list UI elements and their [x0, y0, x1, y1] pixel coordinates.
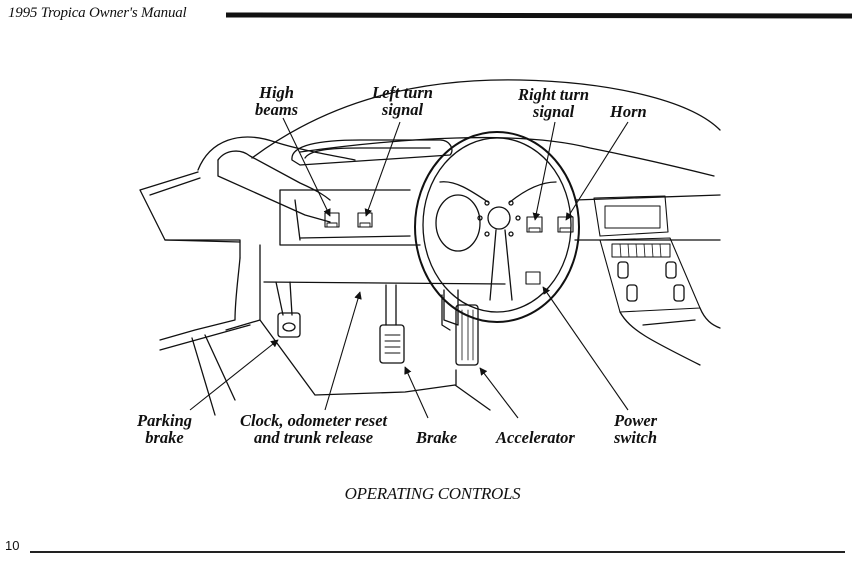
- label-horn: Horn: [610, 102, 647, 121]
- label-parking-brake: Parking brake: [137, 411, 193, 447]
- label-clock-odometer-trunk: Clock, odometer reset and trunk release: [240, 411, 388, 447]
- left-turn-leader: [364, 121, 401, 217]
- parking-brake-leader: [189, 339, 279, 411]
- instrument-hood: [291, 139, 453, 166]
- high-beams-leader: [282, 117, 331, 217]
- running-header-title: 1995 Tropica Owner's Manual: [8, 5, 187, 21]
- power-switch-leader: [542, 286, 629, 411]
- center-console: [593, 195, 669, 237]
- label-high-beams: High beams: [255, 83, 299, 119]
- accelerator-pedal: [455, 304, 479, 366]
- label-brake: Brake: [416, 428, 458, 447]
- accelerator-leader: [479, 367, 519, 419]
- brake-leader: [404, 366, 429, 419]
- left-cowl: [197, 136, 356, 171]
- page-number: 10: [5, 538, 20, 553]
- parking-brake-pedal: [277, 312, 301, 338]
- label-right-turn-signal: Right turn signal: [518, 85, 590, 121]
- power-switch: [525, 271, 541, 285]
- steering-wheel-rim: [414, 131, 580, 323]
- clock-leader: [324, 291, 362, 411]
- figure-caption: OPERATING CONTROLS: [344, 484, 521, 503]
- label-power-switch: Power switch: [614, 411, 658, 447]
- dash-face: [279, 189, 421, 246]
- door-panel: [139, 171, 241, 259]
- horn-leader: [565, 121, 629, 221]
- dashboard-illustration: [139, 79, 721, 419]
- footer-rule: [30, 551, 845, 553]
- label-left-turn-signal: Left turn signal: [372, 83, 433, 119]
- windshield-line: [251, 79, 721, 159]
- dash-top-edge: [299, 136, 715, 177]
- steering-wheel-hub: [487, 206, 511, 230]
- right-turn-leader: [532, 121, 556, 221]
- label-accelerator: Accelerator: [496, 428, 575, 447]
- brake-pedal: [379, 324, 405, 364]
